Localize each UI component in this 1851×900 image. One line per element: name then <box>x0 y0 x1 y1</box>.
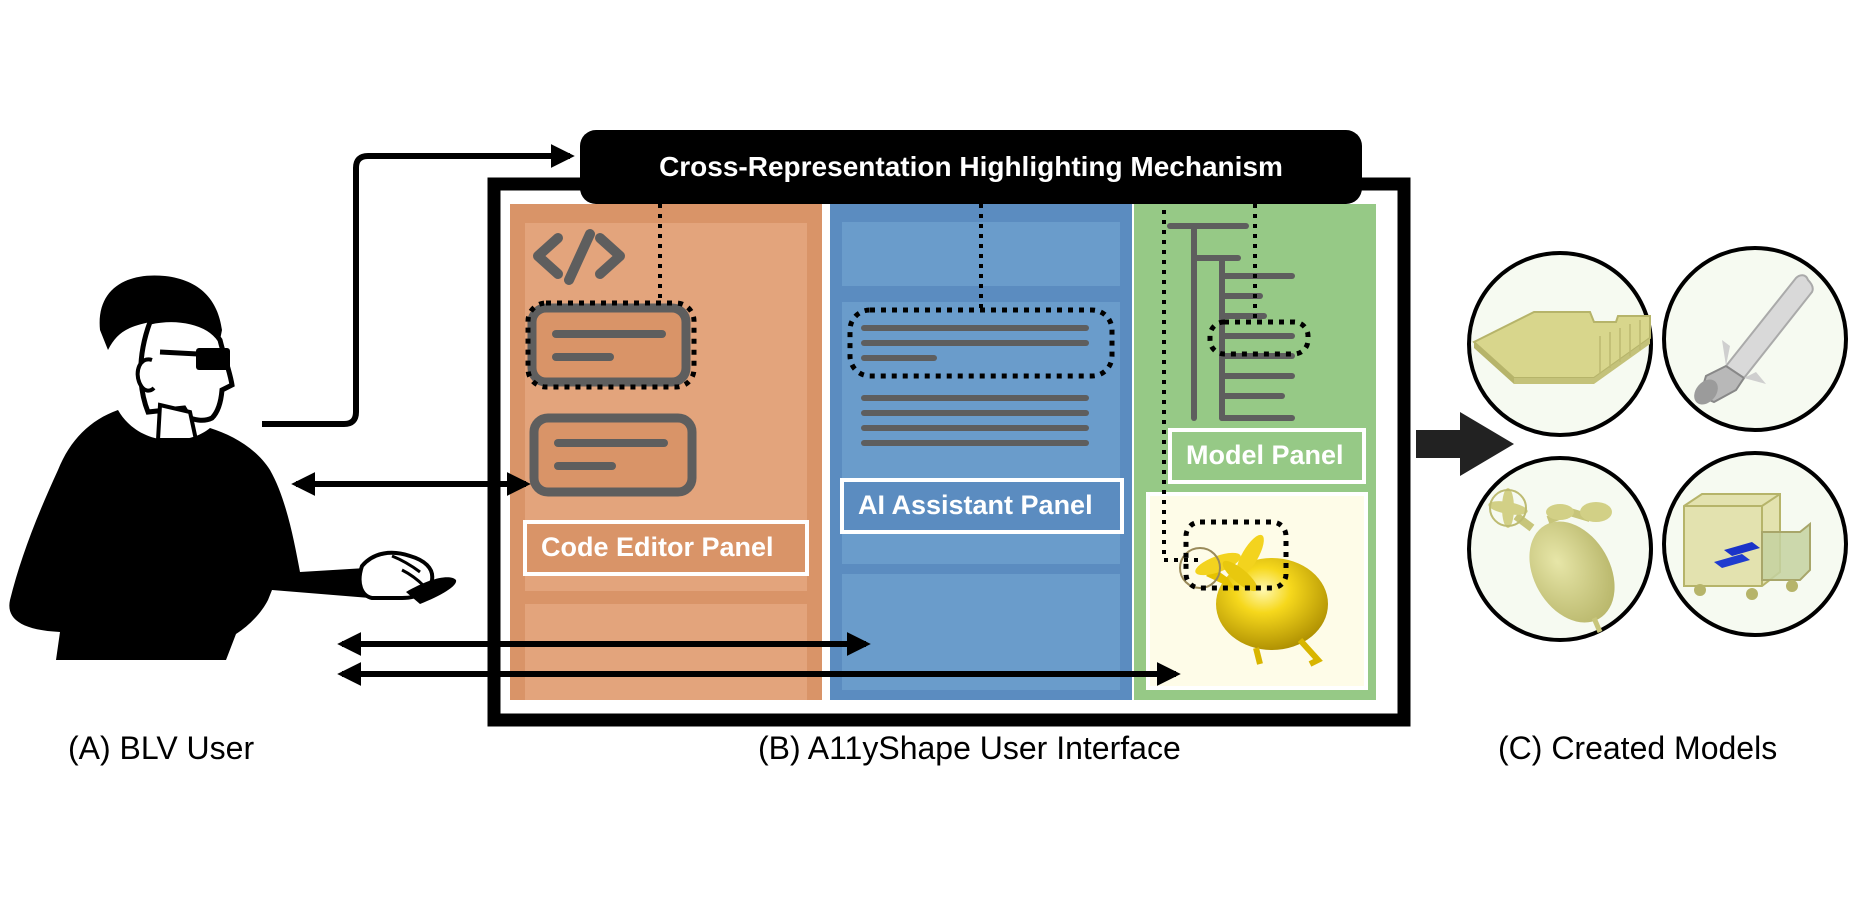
caption-created-models: (C) Created Models <box>1498 730 1778 766</box>
ai-text-lines <box>861 395 1089 446</box>
tree-highlight-box <box>1207 319 1311 357</box>
caption-blv-user: (A) BLV User <box>68 730 255 766</box>
helicopter-model <box>1467 456 1653 642</box>
highlighting-mechanism-header: Cross-Representation Highlighting Mechan… <box>580 130 1362 204</box>
code-block <box>529 413 697 497</box>
created-models <box>1467 246 1848 642</box>
blv-user-figure <box>9 275 457 660</box>
ai-text-highlighted <box>861 325 1089 361</box>
code-block-highlighted <box>525 300 697 390</box>
code-editor-panel <box>510 204 822 700</box>
a11yshape-interface <box>487 177 1411 727</box>
rocket-model <box>1662 246 1848 432</box>
ai-highlight-box <box>847 307 1115 379</box>
ai-assistant-panel <box>830 204 1132 700</box>
vehicle-model <box>1662 451 1848 637</box>
output-arrow <box>1416 412 1514 476</box>
caption-interface: (B) A11yShape User Interface <box>758 730 1181 766</box>
code-editor-panel-label: Code Editor Panel <box>523 520 809 576</box>
flow-arrows <box>262 144 1181 686</box>
arrow-to-mechanism <box>262 144 575 427</box>
helicopter-render <box>1179 534 1328 667</box>
highlight-connectors <box>658 204 1257 322</box>
model-panel-label: Model Panel <box>1168 428 1366 484</box>
code-brackets-icon <box>533 229 625 285</box>
header-title: Cross-Representation Highlighting Mechan… <box>659 151 1283 182</box>
ai-assistant-panel-label: AI Assistant Panel <box>840 478 1124 534</box>
flat-plate-model <box>1467 251 1653 437</box>
model-highlight-box <box>1183 519 1289 591</box>
